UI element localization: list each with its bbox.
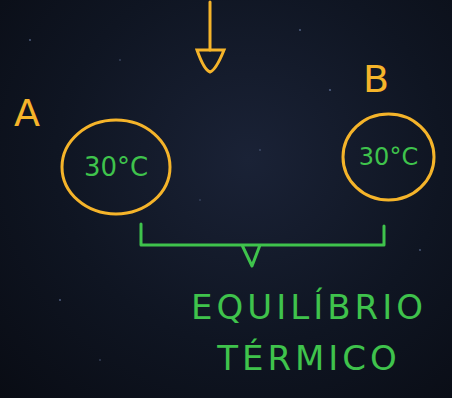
ground-symbol — [197, 2, 224, 72]
node-letter: B — [363, 60, 389, 98]
temperature-value: 30°C — [341, 112, 436, 202]
temperature-value: 30°C — [60, 118, 172, 216]
node-letter: A — [14, 94, 40, 132]
circle-node: A30°C — [60, 118, 172, 216]
circle-node: B30°C — [341, 112, 436, 202]
brace — [141, 224, 384, 266]
caption-label: EQUILÍBRIO TÉRMICO — [178, 282, 440, 384]
